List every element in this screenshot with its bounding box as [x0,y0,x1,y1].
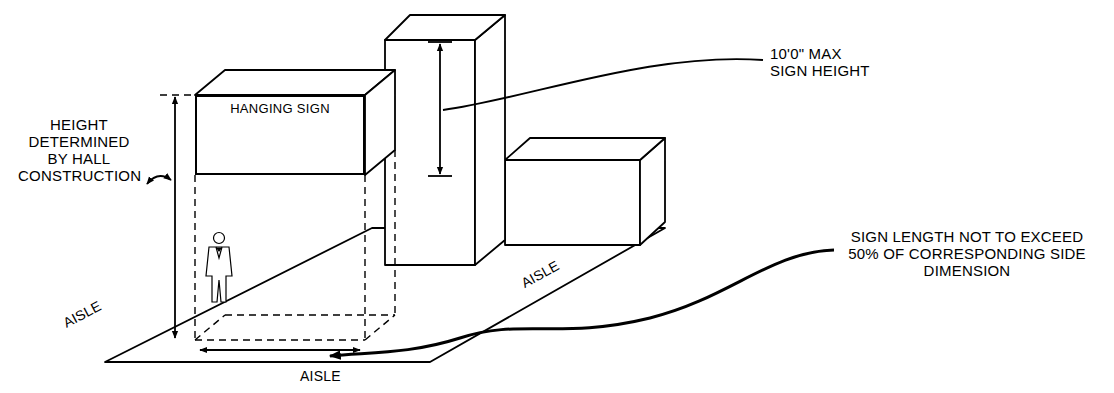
sign-length-leader [330,250,834,356]
aisle-label: AISLE [60,297,104,331]
sign-footprint [160,95,395,340]
hall-height-arrow [174,97,176,338]
low-box-top [505,138,665,160]
height-note-arrow [147,176,171,184]
tower-top [385,15,505,40]
sign-text: HANGING SIGN [230,97,330,116]
sign-top [195,70,395,95]
sign-length-arrow [200,349,360,351]
sign-height-arrow [439,44,441,174]
sign-side [365,70,395,175]
sign-height-leader [443,59,763,110]
tower-front [385,40,475,265]
aisle-label: AISLE [518,257,562,292]
low-box [505,160,640,245]
sign-box: HANGING SIGN [195,95,365,175]
person-figure [206,233,232,303]
tick [428,41,452,43]
aisle-label: AISLE [300,368,341,385]
tick [428,175,452,177]
sign-length-note: SIGN LENGTH NOT TO EXCEED 50% OF CORRESP… [842,228,1092,279]
tower-side [475,15,505,265]
height-note: HEIGHT DETERMINED BY HALL CONSTRUCTION [18,116,140,184]
sign-height-note: 10'0" MAX SIGN HEIGHT [770,45,882,79]
